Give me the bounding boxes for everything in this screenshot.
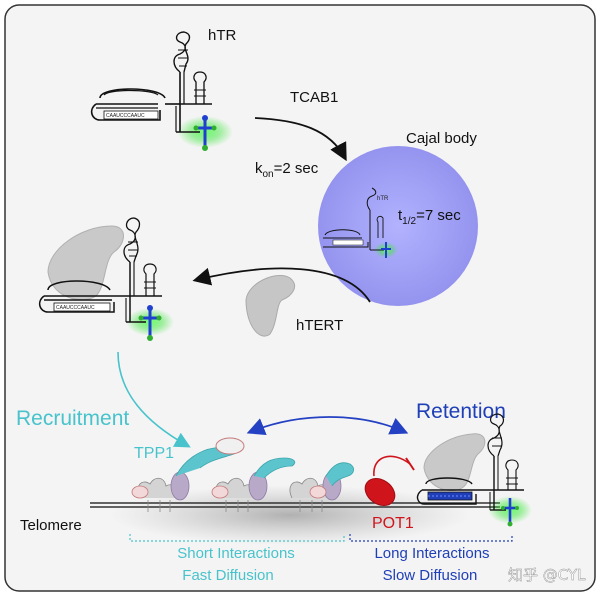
- exchange-arrow: [246, 416, 409, 436]
- watermark: 知乎 @CYL: [508, 566, 586, 584]
- htr-rna-in-cajal: [323, 187, 398, 258]
- htert-arrow: [192, 267, 371, 303]
- fast-diffusion-label: Fast Diffusion: [182, 567, 273, 584]
- retention-label: Retention: [416, 400, 506, 423]
- long-interaction-bracket: [349, 534, 513, 542]
- tcab1-arrow: [254, 117, 347, 162]
- htert-protein: [245, 274, 295, 337]
- htr-small-label: hTR: [377, 196, 389, 202]
- pot1-protein: [364, 478, 396, 506]
- short-interactions-label: Short Interactions: [177, 545, 295, 562]
- cajal-body-label: Cajal body: [406, 130, 477, 147]
- htr-label: hTR: [208, 27, 237, 44]
- pot1-inhibition: [373, 455, 411, 477]
- telomerase-holoenzyme: CAAUCCCAAUC: [38, 217, 174, 341]
- kon-label: kon=2 sec: [255, 160, 319, 180]
- htert-label: hTERT: [296, 317, 343, 334]
- tcab1-label: TCAB1: [290, 89, 338, 106]
- tpp1-label: TPP1: [134, 445, 174, 462]
- telomerase-at-telomere: [416, 413, 532, 527]
- telomere-label: Telomere: [20, 517, 82, 534]
- template-sequence-2: CAAUCCCAAUC: [56, 305, 95, 311]
- htr-rna-top: CAAUCCCAAUC: [90, 31, 233, 151]
- cajal-body: [318, 146, 478, 306]
- template-sequence: CAAUCCCAAUC: [106, 113, 145, 119]
- recruitment-arrow: [117, 351, 191, 448]
- pot1-label: POT1: [372, 515, 414, 532]
- recruitment-label: Recruitment: [16, 407, 129, 430]
- half-life-label: t1/2=7 sec: [398, 207, 461, 227]
- short-interaction-bracket: [129, 534, 345, 542]
- shelterin-complexes: [131, 437, 354, 512]
- long-interactions-label: Long Interactions: [374, 545, 489, 562]
- slow-diffusion-label: Slow Diffusion: [383, 567, 478, 584]
